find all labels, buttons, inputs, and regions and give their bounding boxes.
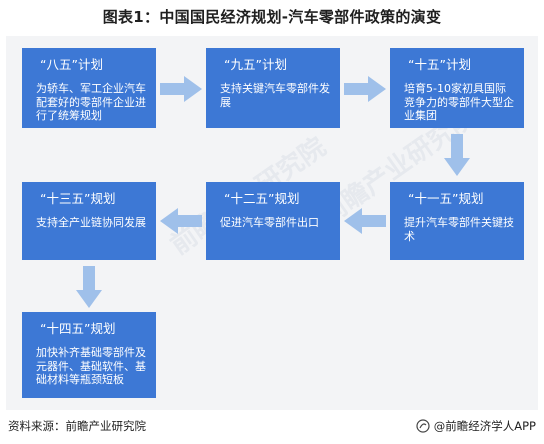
brand-logo-icon — [416, 419, 430, 433]
brand-credit: @前瞻经济学人APP — [416, 418, 536, 434]
node-description: 培育5-10家初具国际竞争力的零部件大型企业集团 — [404, 82, 514, 122]
node-heading: “十一五”规划 — [408, 191, 484, 206]
node-heading: “十二五”规划 — [224, 191, 300, 206]
node-description: 支持全产业链协同发展 — [36, 216, 146, 229]
node-description: 加快补齐基础零部件及元器件、基础软件、基础材料等瓶颈短板 — [36, 346, 146, 386]
source-note: 资料来源：前瞻产业研究院 — [8, 419, 146, 433]
node-shisanwu-plan: “十三五”规划 支持全产业链协同发展 — [22, 182, 156, 260]
arrow-left-icon — [160, 208, 202, 234]
arrow-down-icon — [76, 266, 102, 308]
arrow-down-icon — [444, 134, 470, 176]
node-shiyiwu-plan: “十一五”规划 提升汽车零部件关键技术 — [390, 182, 524, 260]
node-heading: “十四五”规划 — [40, 321, 116, 336]
node-shisiwu-plan: “十四五”规划 加快补齐基础零部件及元器件、基础软件、基础材料等瓶颈短板 — [22, 312, 156, 398]
node-bawu-plan: “八五”计划 为轿车、军工企业汽车配套好的零部件企业进行了统筹规划 — [22, 48, 156, 128]
node-description: 为轿车、军工企业汽车配套好的零部件企业进行了统筹规划 — [36, 82, 146, 122]
node-description: 促进汽车零部件出口 — [220, 216, 319, 229]
arrow-left-icon — [344, 208, 386, 234]
node-heading: “十三五”规划 — [40, 191, 116, 206]
node-shierwu-plan: “十二五”规划 促进汽车零部件出口 — [206, 182, 340, 260]
node-shiwu-plan: “十五”计划 培育5-10家初具国际竞争力的零部件大型企业集团 — [390, 48, 524, 128]
brand-label: @前瞻经济学人APP — [433, 419, 536, 433]
node-heading: “九五”计划 — [224, 57, 287, 72]
node-description: 提升汽车零部件关键技术 — [404, 216, 514, 243]
chart-title: 图表1：中国国民经济规划-汽车零部件政策的演变 — [102, 8, 442, 26]
arrow-right-icon — [160, 76, 202, 102]
node-heading: “八五”计划 — [40, 57, 103, 72]
arrow-right-icon — [344, 76, 386, 102]
node-heading: “十五”计划 — [408, 57, 471, 72]
node-description: 支持关键汽车零部件发展 — [220, 82, 330, 109]
footer: 资料来源：前瞻产业研究院 @前瞻经济学人APP — [8, 416, 536, 436]
node-jiuwu-plan: “九五”计划 支持关键汽车零部件发展 — [206, 48, 340, 128]
